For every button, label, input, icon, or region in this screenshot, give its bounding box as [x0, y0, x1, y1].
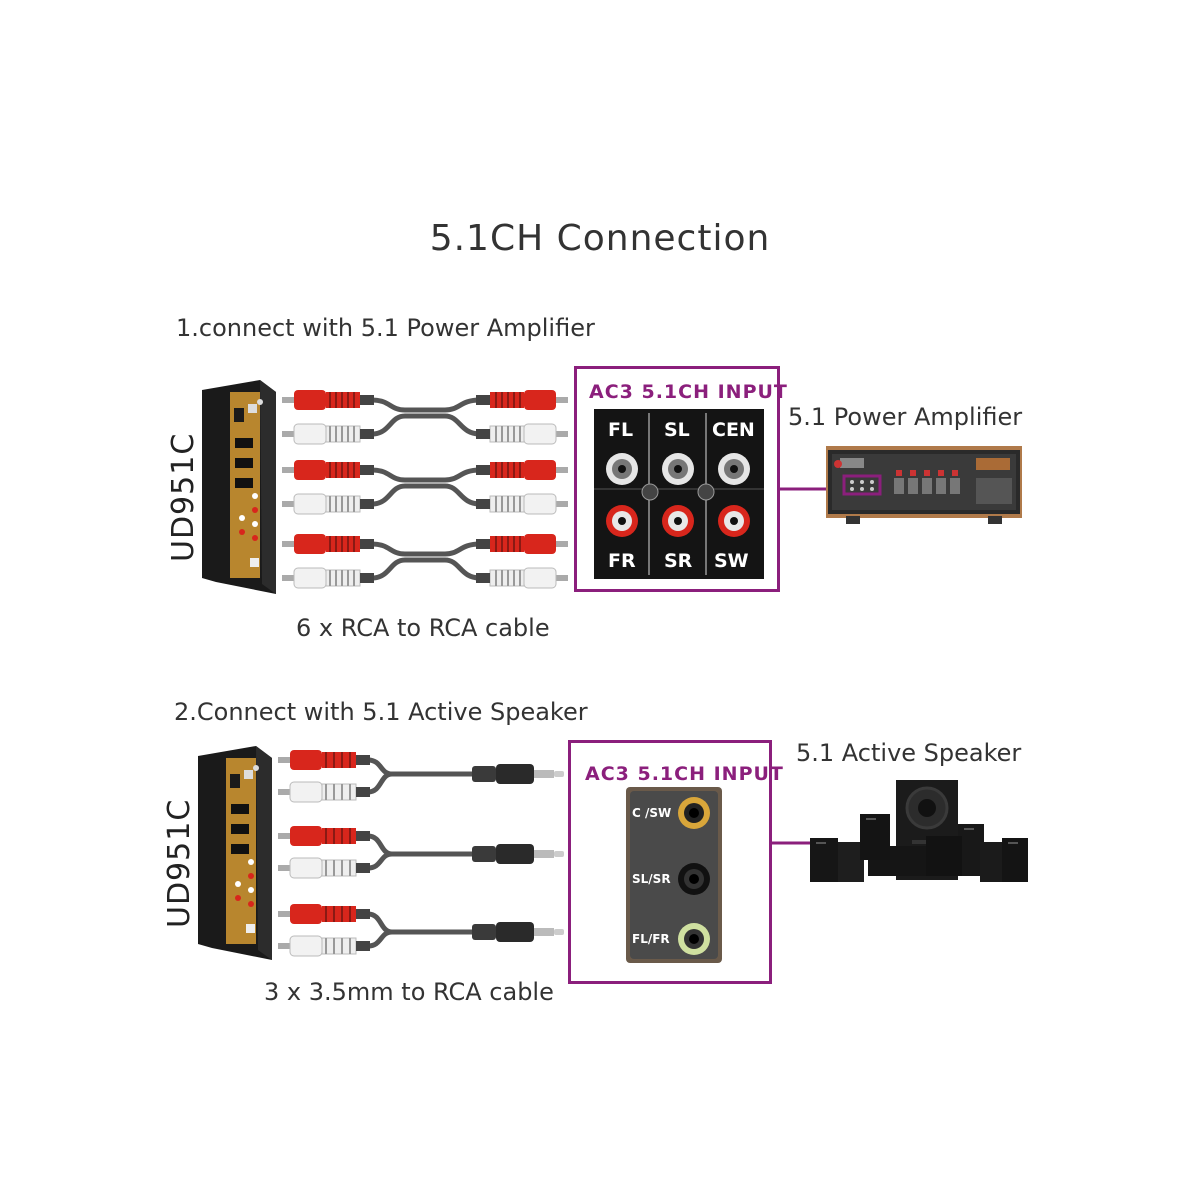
- aux-plug-3-5mm: [472, 844, 564, 864]
- target-label-active-speaker: 5.1 Active Speaker: [796, 739, 1022, 767]
- rca-plug-red-right: [476, 534, 568, 554]
- rca-jack-fl: [606, 453, 638, 485]
- rca-plug-red: [278, 826, 370, 846]
- section-2-heading: 2.Connect with 5.1 Active Speaker: [174, 698, 588, 726]
- rca-jack-sr: [662, 505, 694, 537]
- cable-label-aux: 3 x 3.5mm to RCA cable: [264, 978, 554, 1006]
- ac3-input-panel-2: AC3 5.1CH INPUT C /SW SL/SR FL/FR: [568, 740, 783, 984]
- jack-label-cen: CEN: [712, 419, 755, 441]
- ud951c-device-image: [198, 746, 272, 960]
- rca-plug-white-left: [282, 567, 374, 589]
- rca-plug-white-left: [282, 423, 374, 445]
- section-1-heading: 1.connect with 5.1 Power Amplifier: [176, 314, 595, 342]
- rca-plug-white: [278, 781, 370, 803]
- rca-plug-red-right: [476, 460, 568, 480]
- jack-label-sw: SW: [714, 550, 749, 572]
- rca-plug-red-left: [282, 390, 374, 410]
- rca-plug-red-left: [282, 460, 374, 480]
- jack-label-sl: SL: [664, 419, 690, 441]
- cable-label-rca: 6 x RCA to RCA cable: [296, 614, 550, 642]
- ac3-input-panel-1: AC3 5.1CH INPUT FL SL CEN FR SR SW: [574, 366, 787, 592]
- active-speaker-set-image: [810, 780, 1028, 882]
- rca-jack-panel: FL SL CEN FR SR SW: [594, 409, 764, 579]
- rca-plug-red-left: [282, 534, 374, 554]
- callout-line-2: [772, 841, 810, 845]
- aux-label-fl-fr: FL/FR: [632, 932, 670, 946]
- rca-plug-white-left: [282, 493, 374, 515]
- power-amplifier-image: [826, 446, 1022, 524]
- rca-jack-sl: [662, 453, 694, 485]
- rca-jack-sw: [718, 505, 750, 537]
- page-title: 5.1CH Connection: [429, 218, 771, 259]
- aux-jack-sl-sr: [678, 863, 710, 895]
- rca-plug-white: [278, 935, 370, 957]
- rca-plug-white-right: [476, 423, 568, 445]
- rca-plug-white-right: [476, 567, 568, 589]
- rca-plug-red: [278, 904, 370, 924]
- target-label-amplifier: 5.1 Power Amplifier: [788, 403, 1023, 431]
- rca-jack-cen: [718, 453, 750, 485]
- aux-rca-cables-section-2: [278, 750, 564, 957]
- jack-label-fl: FL: [608, 419, 633, 441]
- aux-plug-3-5mm: [472, 922, 564, 942]
- panel-heading: AC3 5.1CH INPUT: [585, 763, 784, 785]
- device-label-ud951c: UD951C: [162, 798, 197, 928]
- rca-cables-section-1: [282, 390, 568, 589]
- aux-jack-c-sw: [678, 797, 710, 829]
- device-label-ud951c: UD951C: [166, 432, 201, 562]
- jack-label-fr: FR: [608, 550, 636, 572]
- aux-jack-fl-fr: [678, 923, 710, 955]
- rca-plug-red-right: [476, 390, 568, 410]
- jack-label-sr: SR: [664, 550, 693, 572]
- rca-jack-fr: [606, 505, 638, 537]
- rca-plug-red: [278, 750, 370, 770]
- aux-label-sl-sr: SL/SR: [632, 872, 671, 886]
- aux-plug-3-5mm: [472, 764, 564, 784]
- panel-heading: AC3 5.1CH INPUT: [589, 381, 788, 403]
- aux-jack-panel: C /SW SL/SR FL/FR: [626, 787, 722, 963]
- rca-plug-white: [278, 857, 370, 879]
- aux-label-c-sw: C /SW: [632, 806, 671, 820]
- ud951c-device-image: [202, 380, 276, 594]
- rca-plug-white-right: [476, 493, 568, 515]
